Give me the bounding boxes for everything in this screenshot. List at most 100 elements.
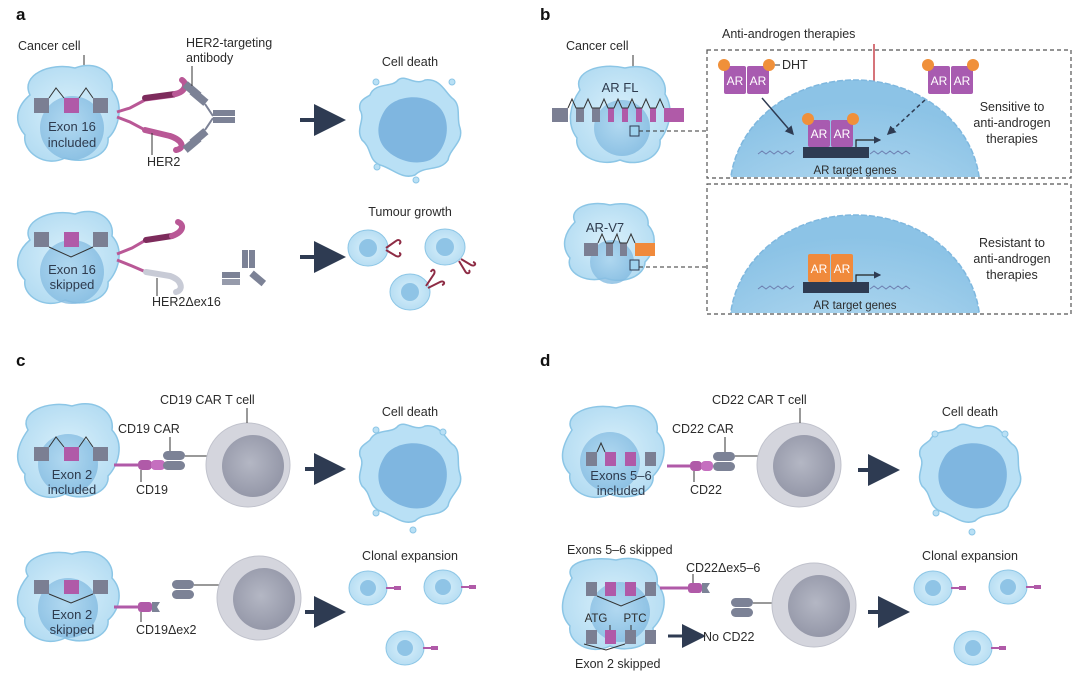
label-cd22-variant: CD22Δex5–6	[686, 561, 760, 575]
panel-label-d: d	[540, 351, 550, 370]
label-cd19: CD19	[136, 483, 168, 497]
resistant-box	[706, 183, 1072, 315]
label-atg: ATG	[585, 613, 608, 625]
car-t-cell	[205, 422, 291, 508]
label-cd19-variant: CD19Δex2	[136, 623, 197, 637]
label-cd19-car-t-cell: CD19 CAR T cell	[160, 393, 255, 407]
exon2-skipped-line2: skipped	[50, 622, 95, 637]
label-clonal-expansion-d: Clonal expansion	[922, 549, 1018, 563]
label-ar-fl: AR FL	[602, 80, 639, 95]
ar-dimer-blocked: AR AR	[922, 59, 979, 94]
svg-text:AR: AR	[811, 127, 828, 141]
panel-label-b: b	[540, 5, 550, 24]
cancer-cell-exon16-included: Exon 16 included	[16, 64, 120, 162]
dna-strand	[757, 271, 911, 293]
car-t-cell	[756, 422, 842, 508]
car-t-cell	[771, 562, 857, 648]
label-ar-v7: AR-V7	[586, 220, 624, 235]
car-t-cell	[216, 555, 302, 641]
ar-dimer-dht: AR AR	[718, 59, 775, 94]
ar-v7-dimer: AR AR	[808, 254, 853, 282]
binding-arrow-icon	[761, 97, 794, 136]
label-anti-androgen-therapies: Anti-androgen therapies	[722, 27, 855, 41]
cd19-antigen	[114, 460, 165, 482]
panel-c: c Exon 2 included CD19 CD19 CAR	[16, 351, 476, 666]
cd19-variant	[114, 602, 160, 622]
label-cd19-car: CD19 CAR	[118, 422, 180, 436]
dying-cell-icon	[358, 77, 462, 184]
clonal-cells-icon	[348, 569, 476, 666]
dying-cell-icon	[358, 423, 462, 534]
label-ar-target-genes-top: AR target genes	[813, 165, 896, 177]
cancer-cell-ar-fl: AR FL	[552, 65, 706, 164]
dna-strand	[757, 136, 911, 158]
exon16-skipped-line2: skipped	[50, 277, 95, 292]
label-clonal-expansion-c: Clonal expansion	[362, 549, 458, 563]
dying-cell-icon	[918, 423, 1022, 536]
blocked-arrow-icon	[886, 99, 926, 136]
label-sensitive-line2: anti-androgen	[973, 116, 1050, 130]
exon-grey	[34, 98, 49, 113]
label-antibody-line1: HER2-targeting	[186, 36, 272, 50]
label-exons5-6-skipped: Exons 5–6 skipped	[567, 543, 673, 557]
cancer-cell-ar-v7: AR-V7	[563, 202, 706, 284]
exon2-included-line1: Exon 2	[52, 467, 92, 482]
panel-d: d Exons 5–6 included CD22 CD22 CAR	[540, 351, 1041, 671]
nucleus-dome	[730, 214, 980, 313]
label-cd22-car: CD22 CAR	[672, 422, 734, 436]
panel-label-a: a	[16, 5, 26, 24]
tumour-cells-icon	[347, 228, 477, 311]
label-cell-death-d: Cell death	[942, 405, 998, 419]
svg-text:AR: AR	[834, 127, 851, 141]
cd19-car	[163, 437, 218, 470]
label-resistant-line3: therapies	[986, 268, 1037, 282]
label-cancer-cell: Cancer cell	[18, 39, 81, 53]
exon2-skipped-line1: Exon 2	[52, 607, 92, 622]
label-sensitive-line1: Sensitive to	[980, 100, 1045, 114]
cancer-cell-exon-skipping: ATG PTC	[561, 557, 665, 651]
svg-text:AR: AR	[811, 262, 828, 276]
antibody-icon	[182, 81, 235, 153]
ar-dimer-bound: AR AR	[802, 113, 859, 147]
cd22-antigen	[667, 461, 713, 482]
exon2-included-line2: included	[48, 482, 96, 497]
cancer-cell-exon2-skipped: Exon 2 skipped	[16, 550, 120, 643]
exons5-6-included-line2: included	[597, 483, 645, 498]
label-exon2-skipped: Exon 2 skipped	[575, 657, 661, 671]
label-dht: DHT	[782, 58, 808, 72]
cancer-cell-exons5-6-included: Exons 5–6 included	[561, 404, 665, 499]
panel-label-c: c	[16, 351, 25, 370]
label-cell-death-c: Cell death	[382, 405, 438, 419]
label-her2: HER2	[147, 155, 180, 169]
nucleus-dome	[730, 79, 980, 177]
label-cell-death: Cell death	[382, 55, 438, 69]
svg-text:AR: AR	[834, 262, 851, 276]
exon16-skipped-line1: Exon 16	[48, 262, 96, 277]
label-cancer-cell-b: Cancer cell	[566, 39, 629, 53]
free-antibody-icon	[222, 250, 267, 287]
her2-variant-receptor	[116, 219, 186, 296]
label-cd22: CD22	[690, 483, 722, 497]
label-tumour-growth: Tumour growth	[368, 205, 452, 219]
cancer-cell-exon16-skipped: Exon 16 skipped	[16, 210, 120, 305]
label-antibody-line2: antibody	[186, 51, 234, 65]
panel-a: a Cancer cell Exon 16 included HER2	[16, 5, 477, 311]
clonal-cells-icon	[913, 569, 1041, 666]
label-ar-target-genes-bottom: AR target genes	[813, 300, 896, 312]
exon16-included-line2: included	[48, 135, 96, 150]
label-resistant-line1: Resistant to	[979, 236, 1045, 250]
exon-grey	[93, 98, 108, 113]
label-her2-variant: HER2Δex16	[152, 295, 221, 309]
cd22-car	[713, 437, 768, 471]
label-resistant-line2: anti-androgen	[973, 252, 1050, 266]
exons5-6-included-line1: Exons 5–6	[590, 468, 651, 483]
label-no-cd22: No CD22	[703, 630, 754, 644]
sensitive-box	[706, 49, 1072, 179]
label-cd22-car-t-cell: CD22 CAR T cell	[712, 393, 807, 407]
label-ptc: PTC	[624, 613, 647, 625]
car-receptor	[172, 580, 228, 599]
svg-text:AR: AR	[727, 74, 744, 88]
cd22-variant	[660, 574, 710, 593]
cancer-cell-exon2-included: Exon 2 included	[16, 402, 120, 499]
